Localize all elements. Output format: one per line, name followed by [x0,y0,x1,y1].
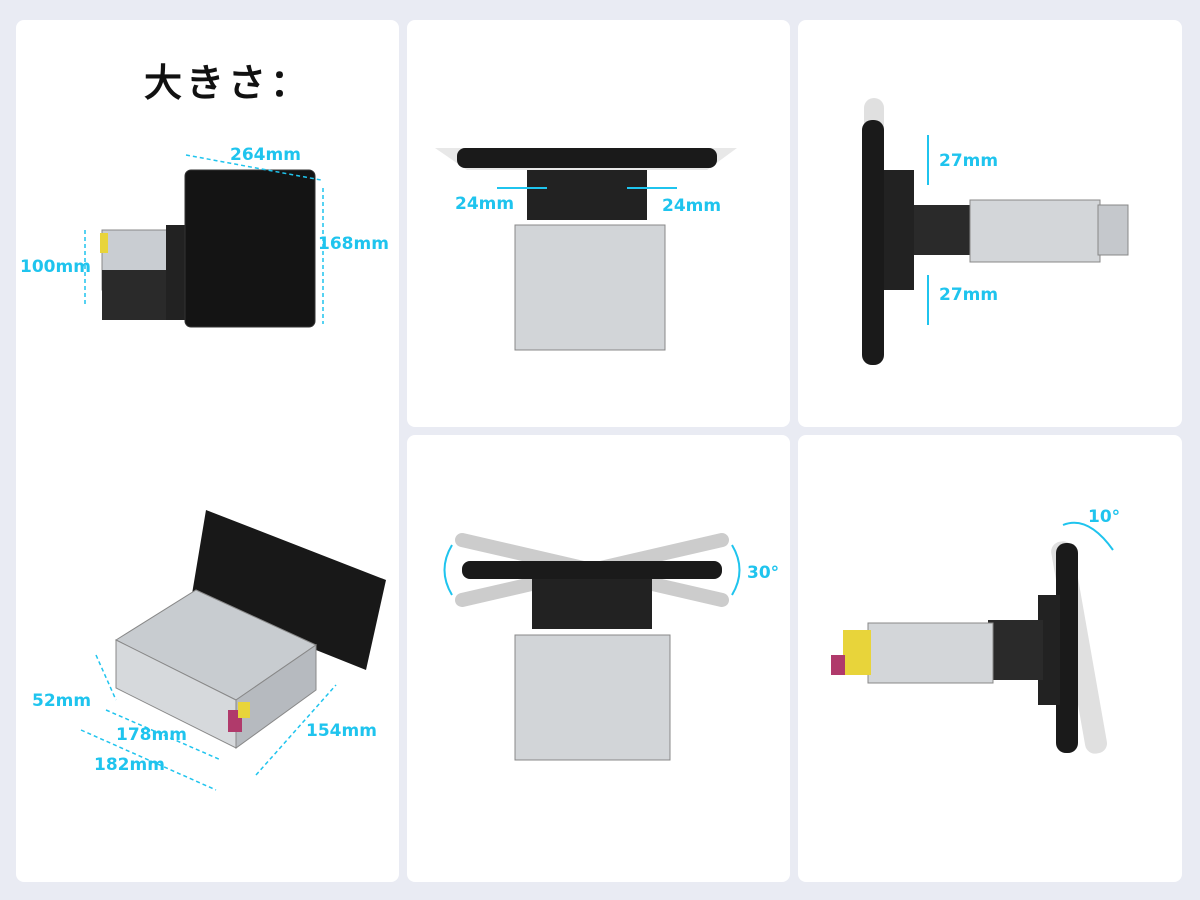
top-view-illustration [435,148,737,351]
side-view-illustration [862,98,1129,365]
panel-side-shift: 27mm 27mm [798,20,1182,427]
label-178: 178mm [116,725,187,745]
label-swivel-left: 24mm [455,194,515,214]
label-shift-up: 27mm [939,151,999,171]
label-shift-down: 27mm [939,285,999,305]
panel-rotate: 30° [407,435,790,882]
label-154: 154mm [306,721,377,741]
panel-tilt: 10° [798,435,1182,882]
label-chassis-height-100: 100mm [20,257,91,277]
label-rotate-30: 30° [747,563,780,583]
label-52: 52mm [32,691,92,711]
label-182: 182mm [94,755,165,775]
tilt-view-illustration [831,521,1114,754]
panel-top-swivel: 24mm 24mm [407,20,790,427]
front-view-illustration [80,154,386,791]
label-width-264: 264mm [230,145,301,165]
label-tilt-10: 10° [1088,507,1121,527]
rotate-view-illustration [443,533,741,761]
label-height-168: 168mm [318,234,389,254]
page-title: 大きさ： [144,61,313,105]
panel-size-overview: 大きさ： 264mm 168mm 100mm 52mm 178mm 182mm … [16,20,399,882]
label-swivel-right: 24mm [662,196,722,216]
